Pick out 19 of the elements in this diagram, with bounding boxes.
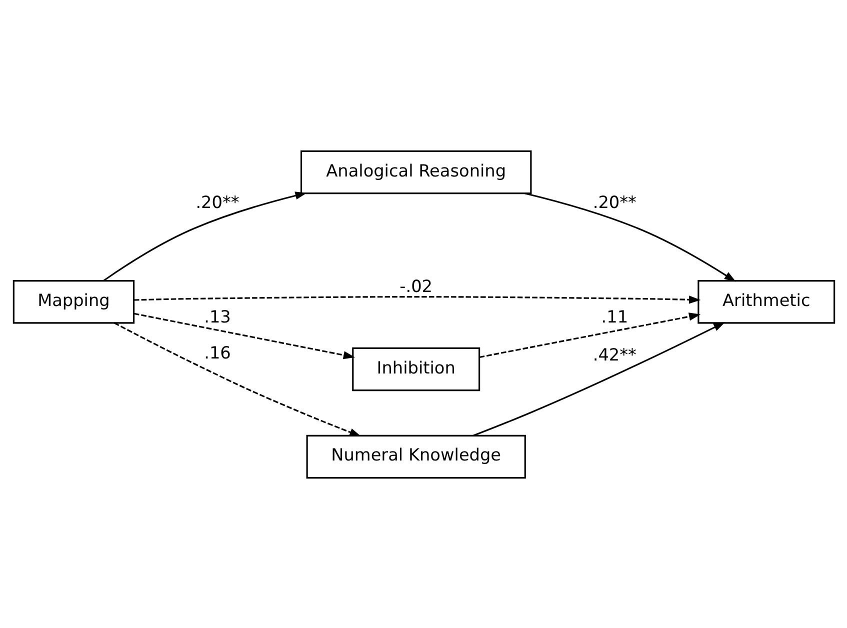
arrow: [472, 322, 725, 436]
arrow: [478, 312, 700, 358]
arrow: [524, 192, 736, 282]
edge-label: .11: [600, 306, 628, 326]
arrow: [102, 191, 306, 281]
edge-label: .20**: [195, 191, 239, 212]
arrow: [133, 312, 355, 359]
arrow: [134, 295, 700, 304]
arrow: [113, 322, 361, 436]
node-box: Analogical Reasoning: [300, 150, 532, 194]
edge-label: .13: [204, 306, 230, 326]
node-box: Mapping: [12, 280, 134, 324]
edge-label: .16: [204, 342, 230, 362]
node-box: Arithmetic: [697, 280, 835, 324]
node-box: Numeral Knowledge: [306, 434, 526, 478]
edge-label: -.02: [399, 276, 432, 296]
edge-label: .20**: [592, 191, 636, 212]
node-box: Inhibition: [352, 346, 480, 391]
edge-label: .42**: [592, 344, 636, 364]
